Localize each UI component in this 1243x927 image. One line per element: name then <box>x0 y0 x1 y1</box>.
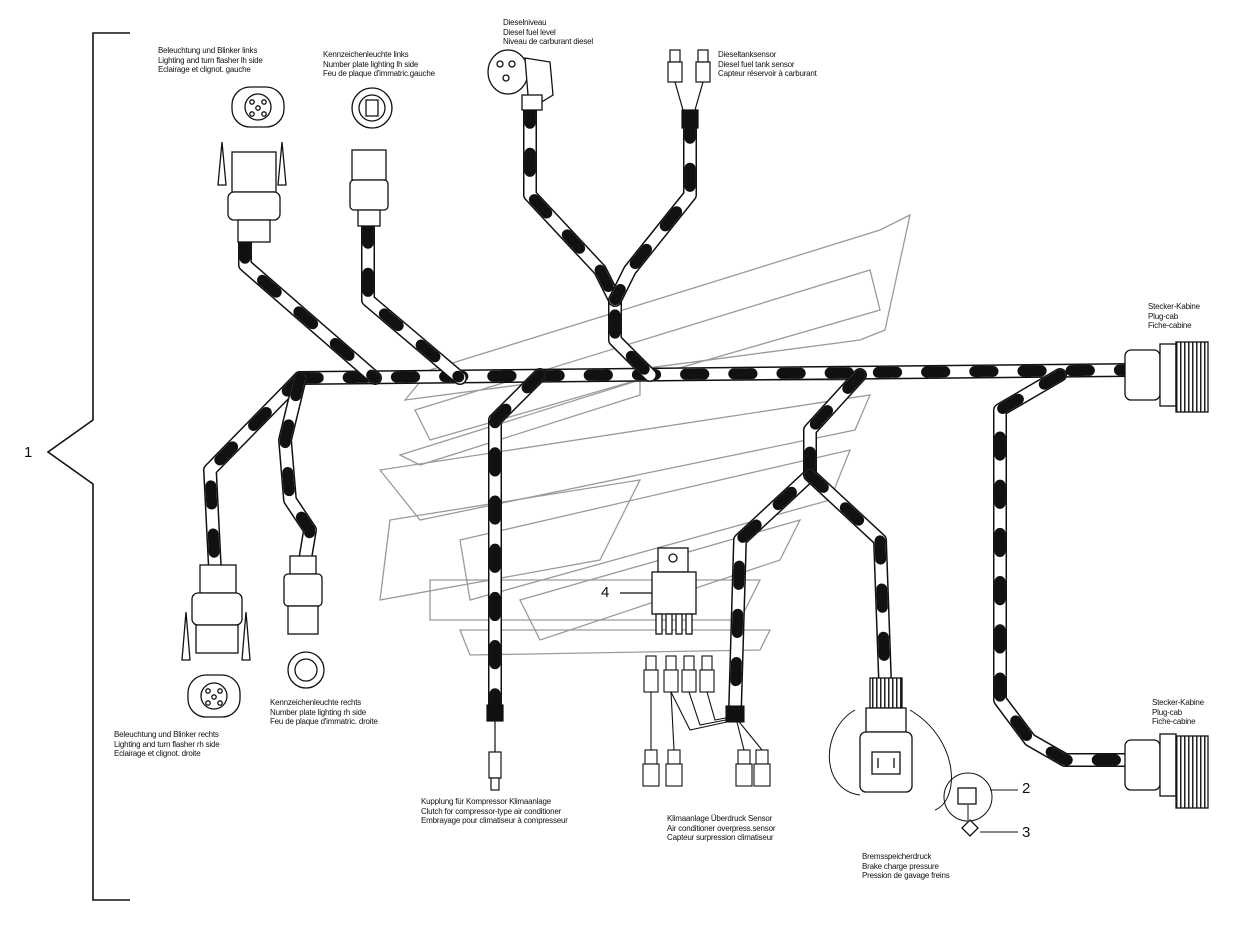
callout-1: 1 <box>24 444 33 461</box>
label-line: Lighting and turn flasher lh side <box>158 55 263 65</box>
callout-4: 4 <box>601 584 610 601</box>
connector-brake-sensor <box>828 677 1018 837</box>
harness-tube-bands <box>609 114 696 306</box>
connector-diesel-sensor <box>667 49 711 129</box>
label-line: Niveau de carburant diesel <box>503 37 593 46</box>
label-line: Capteur réservoir à carburant <box>718 69 817 78</box>
harness-tube-fill <box>729 369 866 716</box>
connector-light-right <box>181 564 251 718</box>
label-line: Number plate lighting lh side <box>323 59 419 69</box>
harness-tube-bands <box>729 369 866 716</box>
label-line: Capteur surpression climatiseur <box>667 833 774 842</box>
label-line: Kennzeichenleuchte rechts <box>270 698 362 707</box>
harness-tube-fill <box>362 219 466 384</box>
label-line: Pression de gavage freins <box>862 871 950 880</box>
label-line: Bremsspeicherdruck <box>862 852 932 861</box>
harness-tube-fill <box>524 99 656 381</box>
harness-tube-outline <box>523 98 657 382</box>
label-line: Embrayage pour climatiseur à compresseur <box>421 816 568 825</box>
harness-tube-bands <box>239 234 381 384</box>
harness-tube-fill <box>239 234 381 384</box>
label-line: Brake charge pressure <box>862 861 939 871</box>
label-line: Diesel fuel level <box>503 27 556 37</box>
harness-tube-bands <box>524 99 656 381</box>
label-line: Plug-cab <box>1148 311 1178 321</box>
watermark-logo <box>378 213 911 656</box>
label-line: Fiche-cabine <box>1148 321 1192 330</box>
harness-tube-bands <box>204 372 306 576</box>
connector-plate-right <box>283 555 325 689</box>
relay <box>620 547 697 635</box>
label-line: Beleuchtung und Blinker links <box>158 46 258 55</box>
harness-tube-bands <box>489 369 546 711</box>
harness-tube-fill <box>279 372 316 566</box>
label-line: Air conditioner overpress.sensor <box>667 823 776 833</box>
connector-compressor <box>486 704 504 791</box>
label-line: Diesel fuel tank sensor <box>718 59 795 69</box>
label-line: Stecker-Kabine <box>1148 302 1200 311</box>
connector-diesel-level <box>487 49 554 111</box>
label-line: Lighting and turn flasher rh side <box>114 739 220 749</box>
callout-3: 3 <box>1022 824 1031 841</box>
label-line: Klimaanlage Überdruck Sensor <box>667 814 773 823</box>
harness-tube-outline <box>361 218 467 385</box>
connector-plug-cab-bottom <box>1124 733 1209 809</box>
harness-tube-bands <box>804 469 891 686</box>
harness-tube-outline <box>728 368 867 717</box>
label-line: Stecker-Kabine <box>1152 698 1204 707</box>
harness-tube-outline <box>993 368 1137 767</box>
label-line: Plug-cab <box>1152 707 1182 717</box>
label-line: Beleuchtung und Blinker rechts <box>114 730 219 739</box>
label-line: Eclairage et clignot. droite <box>114 749 201 758</box>
label-line: Feu de plaque d'immatric. droite <box>270 717 378 726</box>
connector-plate-left <box>349 87 393 227</box>
connector-plug-cab-top <box>1124 341 1209 413</box>
label-line: Dieselniveau <box>503 18 547 27</box>
label-line: Fiche-cabine <box>1152 717 1196 726</box>
relay-terminals <box>642 655 771 787</box>
harness-tube-bands <box>362 219 466 384</box>
harness-main-trunk <box>203 98 1137 767</box>
label-line: Kupplung für Kompressor Klimaanlage <box>421 797 551 806</box>
connector-light-left <box>217 86 287 243</box>
harness-tube-bands <box>994 369 1136 766</box>
label-line: Dieseltanksensor <box>718 50 777 59</box>
harness-tube-bands <box>294 364 1136 384</box>
label-line: Eclairage et clignot. gauche <box>158 65 251 74</box>
harness-tube-fill <box>994 369 1136 766</box>
callout-2: 2 <box>1022 780 1031 797</box>
group-bracket <box>46 32 130 901</box>
label-line: Feu de plaque d'immatric.gauche <box>323 69 435 78</box>
label-line: Kennzeichenleuchte links <box>323 50 409 59</box>
harness-tube-outline <box>488 368 547 712</box>
label-line: Clutch for compressor-type air condition… <box>421 806 562 816</box>
label-line: Number plate lighting rh side <box>270 707 367 717</box>
